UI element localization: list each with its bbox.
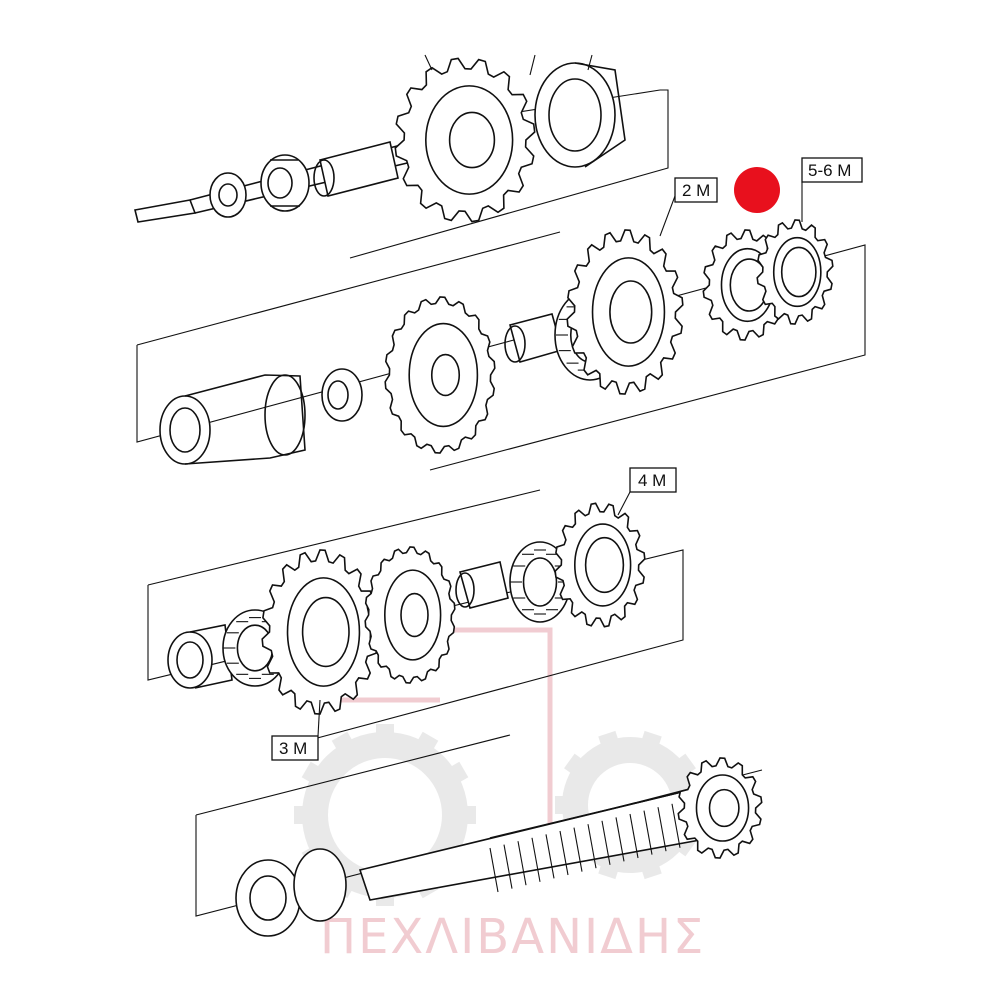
output-shaft-group bbox=[195, 734, 763, 937]
input-shaft-group bbox=[134, 54, 669, 259]
label-box-4m bbox=[629, 467, 677, 493]
input-sleeve bbox=[313, 141, 399, 197]
group-3-outline bbox=[147, 489, 684, 749]
input-nut bbox=[209, 172, 247, 218]
group-2-outline bbox=[136, 231, 866, 471]
label-2m: 2 M bbox=[682, 181, 710, 200]
countershaft-sleeve bbox=[167, 624, 233, 689]
gear-4m bbox=[554, 502, 646, 628]
main-shaft-bearing-cage bbox=[321, 368, 363, 422]
label-box-2m bbox=[674, 177, 718, 203]
gear-2m bbox=[566, 229, 684, 395]
leader-3m bbox=[317, 699, 321, 737]
main-shaft-group bbox=[136, 219, 866, 471]
output-gear bbox=[677, 757, 763, 859]
callout-5-6m: 5-6 M bbox=[801, 157, 863, 222]
countershaft-small-sleeve bbox=[455, 561, 509, 609]
leader-4m bbox=[617, 491, 631, 516]
input-bearing-cage bbox=[260, 154, 310, 212]
main-shaft-splined-hub bbox=[159, 374, 306, 465]
gear-3m bbox=[261, 549, 379, 715]
countershaft-group bbox=[147, 489, 684, 749]
synchro-hub bbox=[384, 296, 496, 454]
input-bearing bbox=[534, 62, 626, 168]
main-shaft-sleeve bbox=[504, 313, 563, 363]
input-gear bbox=[394, 57, 536, 223]
leader-2m bbox=[659, 195, 676, 237]
callout-2m: 2 M bbox=[659, 177, 718, 237]
output-shaft bbox=[358, 789, 701, 901]
label-box-3m bbox=[271, 735, 319, 761]
input-leader-lines bbox=[424, 54, 593, 76]
label-3m: 3 M bbox=[279, 739, 307, 758]
callout-3m: 3 M bbox=[271, 699, 321, 761]
gear-5-6m-pair bbox=[702, 219, 834, 341]
synchro-sleeve-3-4 bbox=[364, 546, 456, 684]
watermark-text: ΠΕΧΛΙΒΑΝΙΔΗΣ bbox=[320, 909, 705, 965]
callout-4m: 4 M bbox=[617, 467, 677, 516]
highlight-marker-dot bbox=[734, 167, 780, 213]
label-4m: 4 M bbox=[638, 471, 666, 490]
label-box-5-6m bbox=[801, 157, 863, 183]
countershaft-needle-bearing-2 bbox=[509, 541, 571, 623]
output-coupling bbox=[235, 848, 347, 937]
label-5-6m: 5-6 M bbox=[808, 161, 851, 180]
